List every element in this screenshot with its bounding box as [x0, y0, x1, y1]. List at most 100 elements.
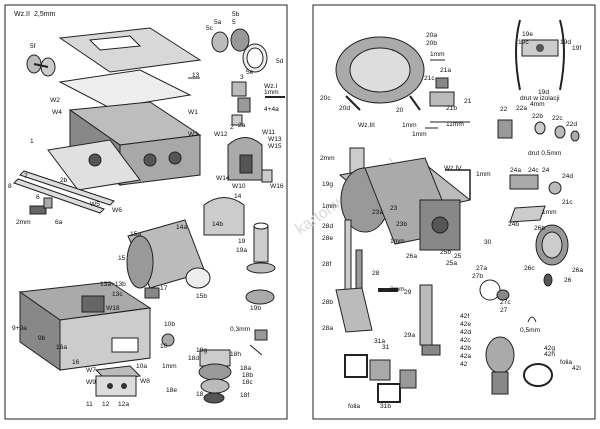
- left-part-label: 18c: [242, 379, 253, 386]
- right-part-label: Wz.III: [358, 122, 375, 129]
- right-part-label: 2mm: [320, 155, 335, 162]
- sandbox-14: [203, 197, 245, 236]
- left-part-label: W8: [140, 378, 150, 385]
- part-42: [485, 336, 553, 395]
- right-part-label: 29a: [404, 332, 415, 339]
- gear-10b: [161, 333, 175, 347]
- right-part-label: 27a: [476, 265, 487, 272]
- left-part-label: W10: [232, 183, 246, 190]
- left-part-label: 9+9a: [12, 325, 27, 332]
- right-part-label: 24b: [508, 221, 519, 228]
- left-part-label: 5b: [232, 11, 240, 18]
- left-part-label: 2mm: [16, 219, 31, 226]
- left-part-label: 12: [102, 401, 110, 408]
- dome-18: [198, 349, 232, 404]
- frame-strip-8: [19, 170, 115, 206]
- right-part-label: 22b: [532, 113, 543, 120]
- right-part-label: 24: [542, 167, 550, 174]
- right-part-label: folia: [560, 359, 572, 366]
- right-part-label: 27c: [500, 299, 511, 306]
- left-part-label: 9b: [38, 335, 46, 342]
- right-part-label: 19e: [522, 31, 533, 38]
- right-part-label: 19d: [560, 39, 571, 46]
- right-part-label: 25a: [446, 260, 457, 267]
- left-part-label: W16: [270, 183, 284, 190]
- left-part-label: 13a+13b: [100, 281, 126, 288]
- left-part-label: 14b: [212, 221, 223, 228]
- left-part-label: 8: [8, 183, 12, 190]
- right-part-label: 24a: [510, 167, 521, 174]
- part-28: [335, 219, 373, 333]
- left-part-label: W5: [90, 201, 100, 208]
- pipe-29: [419, 284, 433, 346]
- tyres-5: [211, 28, 268, 73]
- right-page-frame: [312, 4, 596, 420]
- right-part-label: 27b: [472, 273, 483, 280]
- bar-2mm: [378, 288, 398, 292]
- right-part-label: 0,5mm: [520, 327, 541, 334]
- left-part-label: 10b: [164, 321, 175, 328]
- part-26: [535, 224, 569, 287]
- left-part-label: W2: [50, 97, 60, 104]
- left-part-label: 6: [36, 194, 40, 201]
- right-part-label: 19c: [518, 39, 529, 46]
- part-w7-w8-w9: [94, 365, 142, 397]
- roof-plate: [58, 27, 202, 73]
- right-part-label: 26: [564, 277, 572, 284]
- part-29a: [421, 344, 441, 356]
- right-part-label: 19g: [322, 181, 333, 188]
- right-part-label: 42c: [460, 337, 471, 344]
- right-part-label: 21b: [446, 105, 457, 112]
- boiler-front-20: [335, 36, 425, 111]
- right-part-label: 28b: [322, 299, 333, 306]
- right-part-label: 20d: [339, 105, 350, 112]
- right-part-label: 42f: [460, 313, 469, 320]
- tender-box: [18, 281, 152, 371]
- left-part-label: W18: [106, 305, 120, 312]
- left-part-label: 13c: [112, 291, 123, 298]
- left-part-label: 7: [24, 173, 28, 180]
- right-part-label: 29: [404, 289, 412, 296]
- frame-strip-7: [13, 178, 105, 214]
- left-part-label: W12: [214, 131, 228, 138]
- right-part-label: 28d: [322, 223, 333, 230]
- right-part-label: 31: [382, 344, 390, 351]
- left-part-label: 10: [160, 343, 168, 350]
- right-part-label: 22d: [566, 121, 577, 128]
- right-part-label: 1mm: [412, 131, 427, 138]
- gauge-27: [479, 279, 501, 301]
- right-part-label: 28: [372, 270, 380, 277]
- wz-thickness: 2,5mm: [34, 11, 56, 18]
- left-part-label: W7: [86, 367, 96, 374]
- left-part-label: 15: [118, 255, 126, 262]
- part-22: [497, 119, 580, 142]
- right-part-label: 21c: [562, 199, 573, 206]
- left-part-label: W14: [216, 175, 230, 182]
- right-part-label: drut w izolacji: [520, 95, 560, 102]
- left-part-label: 16: [72, 359, 80, 366]
- part-6: [29, 197, 53, 215]
- wire-19c: [515, 19, 565, 91]
- left-part-label: 1: [30, 138, 34, 145]
- right-part-label: 1mm: [430, 51, 445, 58]
- left-part-label: 5a: [214, 19, 222, 26]
- right-part-label: 23a: [372, 209, 383, 216]
- right-part-label: 20a: [426, 32, 437, 39]
- left-part-label: 15b: [196, 293, 207, 300]
- right-part-label: 19d: [538, 89, 549, 96]
- right-part-label: 28f: [322, 261, 331, 268]
- left-part-label: 5f: [30, 43, 36, 50]
- right-part-label: 21c: [424, 75, 435, 82]
- chimney-19: [245, 222, 276, 305]
- right-part-label: 42i: [572, 365, 581, 372]
- left-part-label: 18f: [240, 392, 249, 399]
- left-part-label: 6a: [55, 219, 63, 226]
- right-part-label: 20: [396, 107, 404, 114]
- right-part-label: 42h: [544, 351, 555, 358]
- right-part-label: 24c: [528, 167, 539, 174]
- left-part-label: 18h: [230, 351, 241, 358]
- right-part-label: drut 0,5mm: [528, 150, 562, 157]
- left-part-label: 4+4a: [264, 106, 279, 113]
